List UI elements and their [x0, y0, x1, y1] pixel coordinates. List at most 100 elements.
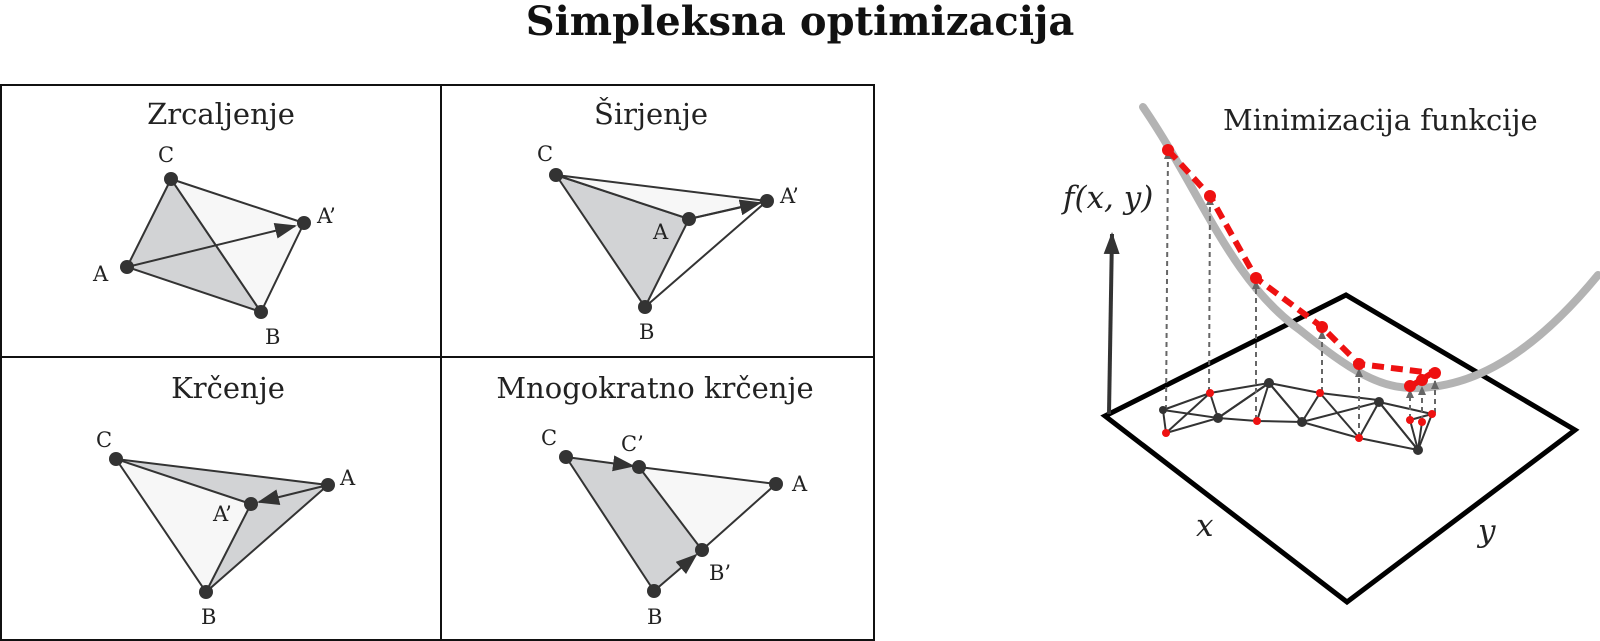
mesh-red-vertex: [1355, 434, 1363, 442]
mesh-edge: [1409, 419, 1419, 451]
simplex-contracted: [116, 459, 251, 592]
vertex-c: [164, 172, 178, 186]
mesh-points: [1159, 378, 1436, 455]
panel-reflection: Zrcaljenje C A B A’: [92, 97, 336, 349]
label-b: B: [265, 325, 280, 349]
projection-line: [1163, 149, 1172, 411]
plot-caption: Minimizacija funkcije: [1223, 103, 1538, 137]
contraction-arrow: [257, 484, 329, 505]
label-a-prime: A’: [212, 502, 232, 526]
mesh-vertex: [1264, 378, 1274, 388]
vertex-b: [638, 300, 652, 314]
edge-c-a-prime: [115, 458, 252, 505]
vertex-c: [109, 452, 123, 466]
panel-title-contraction: Krčenje: [171, 371, 285, 405]
path-point: [1162, 144, 1174, 156]
mesh-edge: [1378, 401, 1419, 451]
mesh-edge: [1165, 392, 1211, 434]
label-c-prime: C’: [621, 432, 644, 456]
label-c: C: [537, 142, 553, 166]
panel-expansion: Širjenje C A B A’: [537, 96, 799, 344]
label-b: B: [201, 605, 216, 629]
label-a: A: [791, 472, 808, 496]
path-point: [1353, 358, 1365, 370]
vertex-a: [120, 260, 134, 274]
label-a: A: [92, 262, 109, 286]
vertex-b: [254, 305, 268, 319]
projection-lines: [1163, 149, 1439, 437]
vertex-a-prime: [760, 194, 774, 208]
f-axis-label: f(x, y): [1061, 180, 1153, 216]
path-point: [1429, 367, 1441, 379]
mesh-vertex: [1374, 397, 1384, 407]
shrink-arrow-c: [565, 455, 635, 472]
edge-c-b: [565, 456, 655, 592]
path-point: [1404, 380, 1416, 392]
label-c: C: [96, 428, 112, 452]
mesh-edge: [1358, 401, 1380, 439]
simplex-mesh: [1162, 381, 1433, 451]
mesh-red-vertex: [1316, 389, 1324, 397]
grid-frame: [0, 84, 875, 641]
panel-title-multiple-contraction: Mnogokratno krčenje: [496, 371, 813, 405]
mesh-edge: [1417, 413, 1433, 451]
minimization-plot: Minimizacija funkcije f(x, y) x y: [1061, 103, 1600, 606]
mesh-red-vertex: [1206, 389, 1214, 397]
page-title: Simpleksna optimizacija: [525, 0, 1075, 45]
simplex-outline: [113, 457, 331, 594]
vertex-c: [559, 450, 573, 464]
expansion-edge: [644, 200, 768, 308]
path-point: [1416, 374, 1428, 386]
mesh-edge: [1319, 392, 1360, 439]
label-c: C: [158, 143, 174, 167]
vertex-b-prime: [695, 543, 709, 557]
reflection-arrow: [126, 222, 297, 268]
label-a: A: [339, 466, 356, 490]
vertex-c-prime: [632, 460, 646, 474]
label-b-prime: B’: [709, 561, 731, 585]
y-axis-label: y: [1476, 513, 1496, 549]
mesh-ridge: [1162, 381, 1419, 451]
edge-a-prime-b: [205, 503, 252, 593]
panel-multiple-contraction: Mnogokratno krčenje C C’ A B’ B: [496, 371, 813, 629]
panel-contraction: Krčenje C A B A’: [96, 371, 356, 629]
edge-a-b-prime: [701, 483, 777, 551]
panel-title-expansion: Širjenje: [594, 96, 708, 131]
vertex-a-prime: [244, 497, 258, 511]
mesh-red-vertex: [1418, 418, 1426, 426]
shrink-arrow-b: [653, 553, 698, 592]
mesh-red-vertex: [1162, 429, 1170, 437]
vertex-b: [199, 585, 213, 599]
mesh-vertex: [1159, 406, 1167, 414]
vertex-a-prime: [297, 216, 311, 230]
vertex-a: [769, 477, 783, 491]
mesh-edge: [1217, 382, 1270, 419]
simplex-contracted: [639, 467, 776, 550]
mesh-red-vertex: [1428, 410, 1436, 418]
label-a-prime: A’: [316, 204, 336, 228]
label-c: C: [541, 426, 557, 450]
mesh-vertex: [1213, 413, 1223, 423]
edge-c-prime-a: [638, 466, 777, 485]
edge-c-prime-b-prime: [638, 466, 703, 551]
vertex-a: [682, 212, 696, 226]
vertex-b: [647, 584, 661, 598]
expansion-arrow: [688, 199, 762, 220]
path-point: [1250, 272, 1262, 284]
panel-title-reflection: Zrcaljenje: [147, 97, 295, 131]
mesh-vertex: [1297, 417, 1307, 427]
function-curve: [1139, 103, 1600, 393]
f-axis-arrow: [1103, 232, 1120, 415]
label-a: A: [652, 220, 669, 244]
path-point: [1204, 190, 1216, 202]
simplex-shaded: [566, 457, 702, 591]
mesh-red-vertex: [1406, 416, 1414, 424]
mesh-vertex: [1413, 445, 1423, 455]
mesh-edge: [1378, 401, 1433, 415]
label-b: B: [647, 605, 662, 629]
mesh-edge: [1256, 382, 1270, 422]
x-axis-label: x: [1196, 508, 1214, 544]
mesh-edge: [1268, 382, 1303, 423]
label-a-prime: A’: [779, 184, 799, 208]
